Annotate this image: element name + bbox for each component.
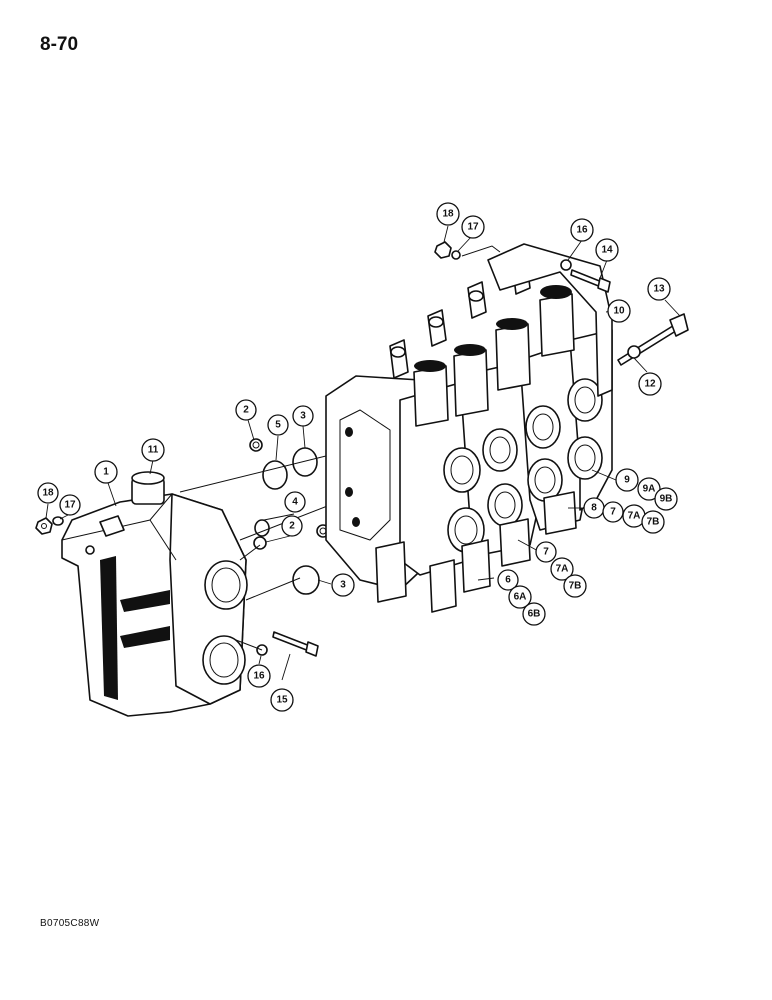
callout-13: 13 [647, 277, 671, 301]
svg-text:7B: 7B [647, 517, 660, 528]
callout-12: 12 [638, 372, 662, 396]
callout-14: 14 [595, 238, 619, 262]
svg-text:13: 13 [653, 284, 665, 295]
callout-3-upper: 3 [292, 405, 314, 427]
callout-3-lower: 3 [331, 573, 355, 597]
callout-15: 15 [270, 688, 294, 712]
callout-8: 8 [583, 497, 605, 519]
callout-4: 4 [284, 491, 306, 513]
svg-text:18: 18 [442, 209, 454, 220]
callout-7-lower: 7 [535, 541, 557, 563]
callout-17-top: 17 [461, 215, 485, 239]
svg-text:3: 3 [300, 411, 306, 422]
relief-valve-caps [413, 285, 575, 427]
svg-text:3: 3 [340, 580, 346, 591]
callout-5: 5 [267, 414, 289, 436]
svg-text:6B: 6B [528, 609, 541, 620]
svg-text:7: 7 [610, 507, 616, 518]
svg-text:9A: 9A [643, 484, 656, 495]
drawing-code: B0705C88W [40, 918, 100, 929]
callout-9: 9 [615, 468, 639, 492]
callout-2-upper: 2 [235, 399, 257, 421]
callout-7a-lower: 7A [550, 557, 574, 581]
callout-16-top: 16 [570, 218, 594, 242]
callout-6: 6 [497, 569, 519, 591]
callout-6a: 6A [508, 585, 532, 609]
seal-rings [249, 438, 330, 595]
callout-7b-lower: 7B [563, 574, 587, 598]
svg-text:11: 11 [148, 445, 159, 456]
svg-text:4: 4 [292, 497, 298, 508]
mounting-bracket [487, 243, 613, 397]
callout-1: 1 [94, 460, 118, 484]
callout-9a: 9A [637, 477, 661, 501]
bolt-top [560, 259, 611, 293]
svg-text:17: 17 [467, 222, 479, 233]
callout-17-left: 17 [59, 494, 81, 516]
svg-text:7A: 7A [628, 511, 641, 522]
svg-text:14: 14 [601, 245, 613, 256]
svg-text:8: 8 [591, 503, 597, 514]
callout-6b: 6B [522, 602, 546, 626]
callout-18-left: 18 [37, 482, 59, 504]
svg-text:12: 12 [644, 379, 656, 390]
svg-text:7: 7 [543, 547, 549, 558]
svg-text:18: 18 [42, 488, 54, 499]
svg-text:16: 16 [253, 671, 265, 682]
callout-7a-upper: 7A [622, 504, 646, 528]
svg-text:9: 9 [624, 475, 630, 486]
callout-7-upper: 7 [602, 501, 624, 523]
callout-7b-upper: 7B [641, 510, 665, 534]
nut-top [434, 241, 501, 260]
callout-2-lower: 2 [281, 515, 303, 537]
svg-text:1: 1 [103, 467, 109, 478]
callout-9b: 9B [654, 487, 678, 511]
end-cover-housing [61, 471, 248, 717]
svg-text:6: 6 [505, 575, 511, 586]
svg-text:17: 17 [64, 500, 76, 511]
callout-18-top: 18 [436, 202, 460, 226]
svg-text:5: 5 [275, 420, 281, 431]
callout-11: 11 [141, 438, 165, 462]
bolt-lower [272, 631, 319, 657]
svg-text:16: 16 [576, 225, 588, 236]
callout-10: 10 [607, 299, 631, 323]
svg-text:9B: 9B [660, 494, 673, 505]
callout-16-lower: 16 [247, 664, 271, 688]
svg-text:7A: 7A [556, 564, 569, 575]
svg-text:6A: 6A [514, 592, 527, 603]
svg-text:15: 15 [276, 695, 288, 706]
svg-text:2: 2 [289, 521, 295, 532]
bolt-right [617, 313, 689, 366]
svg-text:10: 10 [613, 306, 625, 317]
svg-text:7B: 7B [569, 581, 582, 592]
nut-left [35, 517, 53, 535]
page-number: 8-70 [40, 34, 79, 55]
svg-text:2: 2 [243, 405, 249, 416]
